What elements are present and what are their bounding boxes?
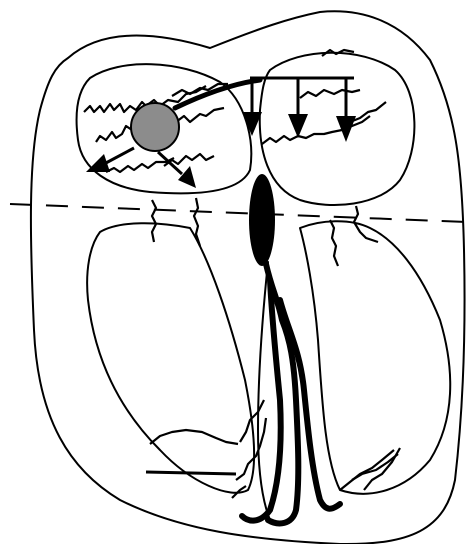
sa-node-circle-icon	[131, 103, 179, 151]
left-atrium-wall	[260, 53, 415, 205]
right-ventricle-wall	[87, 223, 254, 493]
av-node-ellipse-icon	[249, 174, 275, 266]
left-bundle-branch	[280, 300, 340, 509]
septum-inner-line	[258, 262, 270, 520]
av-plane-dashed-line	[10, 204, 466, 222]
purkinje-bar	[146, 472, 236, 474]
down-arrow-icon	[336, 116, 356, 142]
conduction-arrow-icon	[178, 166, 196, 188]
purkinje-fibers	[146, 400, 400, 498]
left-ventricle-wall	[300, 221, 450, 494]
conduction-arrow-icon	[86, 154, 110, 172]
sa-conduction-arrows	[86, 148, 196, 188]
down-arrow-icon	[288, 114, 308, 138]
